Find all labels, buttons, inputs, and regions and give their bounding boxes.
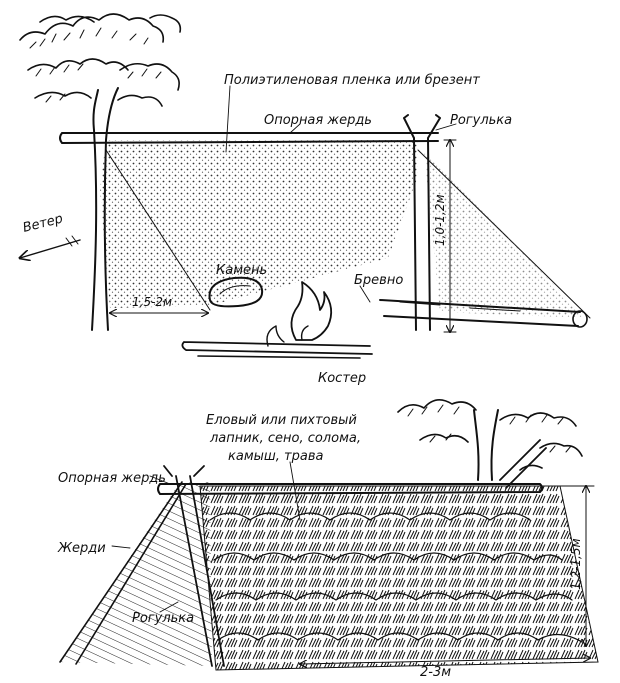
stone xyxy=(208,276,264,308)
dim-bottom-height xyxy=(559,486,595,646)
label-top-fork: Рогулька xyxy=(450,113,512,128)
label-dist-stone: 1,5-2м xyxy=(132,295,172,309)
top-tree xyxy=(19,13,182,331)
dim-top-height xyxy=(443,140,457,332)
label-thatch-line2: лапник, сено, солома, xyxy=(209,431,361,446)
dim-bottom-width xyxy=(300,658,590,664)
label-bottom-poles: Жерди xyxy=(57,541,106,556)
top-log xyxy=(379,299,588,328)
top-fork-pole xyxy=(403,114,441,331)
label-top-height: 1,0-1,2м xyxy=(433,194,447,246)
label-bottom-width: 2-3м xyxy=(420,665,451,680)
label-top-ridge-pole: Опорная жердь xyxy=(264,113,372,128)
label-thatch-line3: камыш, трава xyxy=(228,449,324,464)
top-ridge-pole xyxy=(59,132,439,144)
label-stone: Камень xyxy=(216,263,267,278)
top-tarp xyxy=(100,140,591,319)
bottom-thatch xyxy=(199,485,599,671)
label-bottom-ridge-pole: Опорная жердь xyxy=(58,471,166,486)
label-film: Полиэтиленовая пленка или брезент xyxy=(224,73,480,88)
wind-arrow xyxy=(20,235,81,258)
label-bottom-fork: Рогулька xyxy=(132,611,194,626)
leader-lines-top xyxy=(225,85,457,303)
label-wind: Ветер xyxy=(21,211,64,235)
label-log: Бревно xyxy=(354,273,403,288)
bottom-ridge-pole xyxy=(157,439,547,495)
label-fire: Костер xyxy=(318,371,366,386)
label-bottom-height: 1,2-1,5м xyxy=(569,538,583,590)
leader-lines-bottom xyxy=(111,461,301,613)
label-thatch-line1: Еловый или пихтовый xyxy=(206,413,357,428)
bottom-poles xyxy=(59,465,225,667)
fire xyxy=(181,281,373,359)
bottom-tree xyxy=(397,399,583,481)
